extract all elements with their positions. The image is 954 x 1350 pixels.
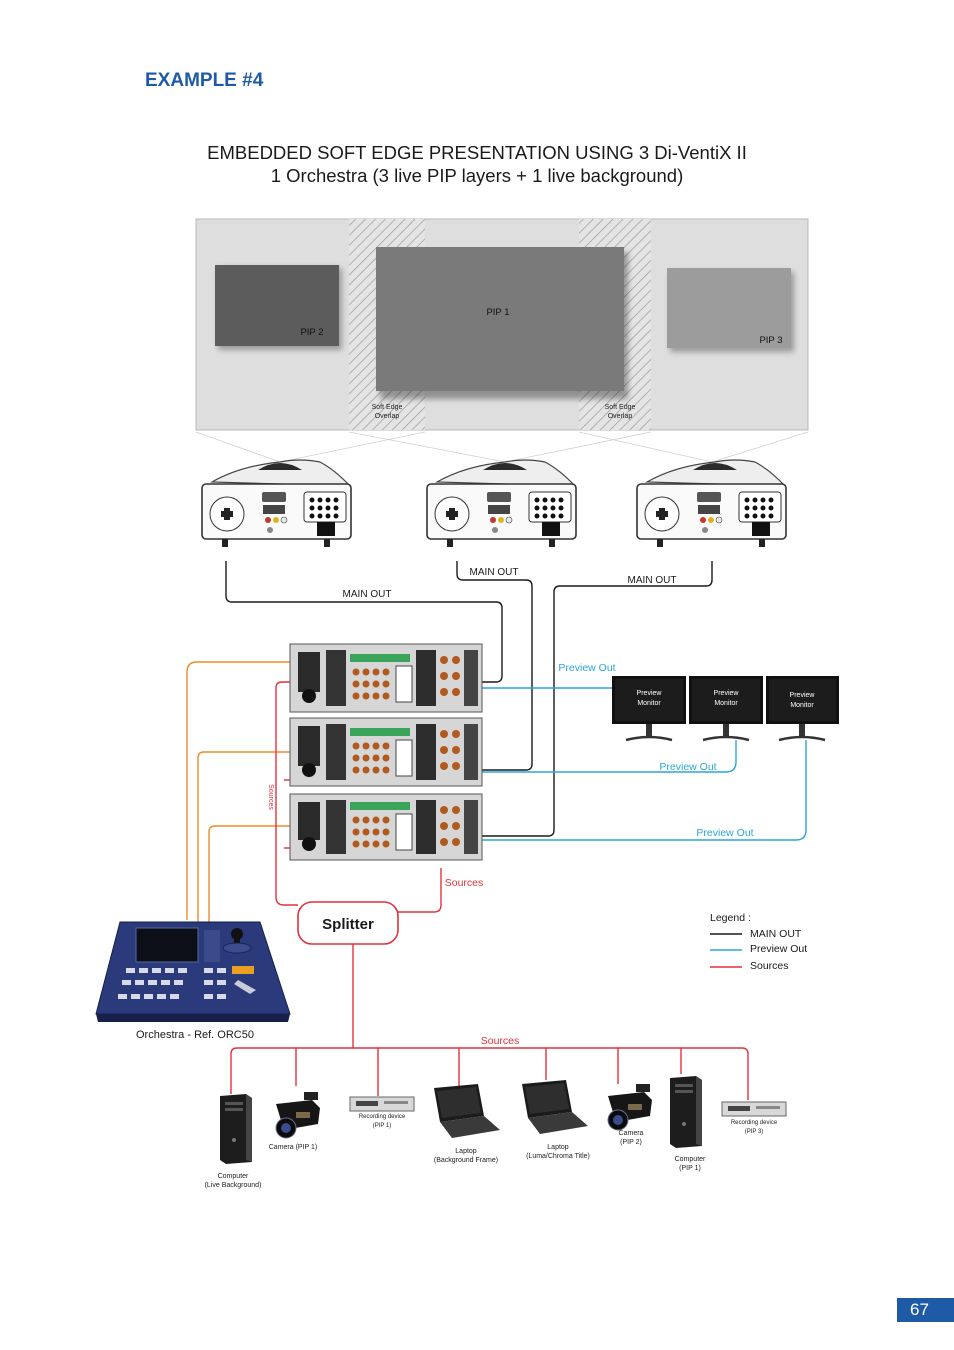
pip-2-window: [215, 265, 339, 346]
orchestra-controller: [95, 921, 291, 1022]
preview-monitor-1-label-2: Monitor: [637, 700, 661, 707]
laptop-background-frame: [434, 1084, 500, 1138]
preview-monitor-1-label-1: Preview: [637, 690, 663, 697]
camera-pip2: [607, 1084, 652, 1131]
device-computer-pip1-label-2: (PIP 1): [679, 1165, 701, 1172]
diventix-unit-2: [289, 717, 483, 787]
device-computer-label-1: Computer: [218, 1173, 249, 1180]
preview-out-label-3: Preview Out: [696, 827, 753, 839]
computer-live-background: [220, 1094, 252, 1164]
projector-3: [636, 459, 787, 547]
device-camera-pip2-label-1: Camera: [619, 1130, 644, 1137]
legend-item-preview-out: Preview Out: [750, 943, 807, 955]
legend-item-sources: Sources: [750, 960, 789, 972]
splitter-box: [297, 901, 399, 945]
splitter-label: Splitter: [322, 916, 374, 933]
pip-3-window: [667, 268, 791, 348]
sources-bus-label: Sources: [481, 1035, 520, 1047]
device-recorder-pip1-label-1: Recording device: [359, 1114, 406, 1120]
device-laptop-bg-label-2: (Background Frame): [434, 1157, 498, 1164]
diagram-title-line-2: 1 Orchestra (3 live PIP layers + 1 live …: [270, 165, 684, 186]
diventix-unit-1: [289, 643, 483, 713]
soft-edge-right-label-1: Soft Edge: [605, 404, 636, 411]
preview-monitor-2-label-2: Monitor: [714, 700, 738, 707]
device-recorder-pip1-label-2: (PIP 1): [373, 1123, 392, 1129]
pip-1-label: PIP 1: [486, 307, 509, 318]
main-out-label-2: MAIN OUT: [470, 567, 519, 578]
main-out-label-1: MAIN OUT: [343, 589, 392, 600]
diagram-title-line-1: EMBEDDED SOFT EDGE PRESENTATION USING 3 …: [207, 142, 747, 163]
pip-2-label: PIP 2: [300, 327, 323, 338]
device-camera-pip1-label: Camera (PIP 1): [269, 1144, 318, 1151]
orchestra-label: Orchestra - Ref. ORC50: [136, 1029, 254, 1041]
preview-out-label-1: Preview Out: [558, 662, 615, 674]
recording-device-pip1: [349, 1096, 415, 1112]
soft-edge-left-label-1: Soft Edge: [372, 404, 403, 411]
diventix-unit-3: [289, 793, 483, 861]
legend: Legend : MAIN OUT Preview Out Sources: [710, 912, 807, 972]
computer-pip1: [670, 1076, 702, 1148]
preview-monitor-3-label-2: Monitor: [790, 702, 814, 709]
device-recorder-pip3-label-1: Recording device: [731, 1120, 778, 1126]
main-out-label-3: MAIN OUT: [628, 575, 677, 586]
sources-splitter-label: Sources: [445, 877, 484, 889]
preview-out-cables: [482, 687, 807, 841]
recording-device-pip3: [721, 1101, 787, 1117]
control-cables: [186, 661, 290, 930]
pip-1-window: [376, 247, 624, 391]
device-laptop-title-label-1: Laptop: [547, 1144, 569, 1151]
pip-3-label: PIP 3: [759, 335, 782, 346]
device-laptop-title-label-2: (Luma/Chroma Title): [526, 1153, 590, 1160]
preview-monitor-1: [612, 676, 686, 742]
device-laptop-bg-label-1: Laptop: [455, 1148, 477, 1155]
projector-1: [201, 459, 352, 547]
page-number: 67: [910, 1300, 929, 1319]
device-computer-label-2: (Live Background): [205, 1182, 262, 1189]
sources-cables: [230, 681, 749, 1100]
soft-edge-right-label-2: Overlap: [608, 413, 633, 420]
example-title: EXAMPLE #4: [145, 70, 264, 91]
projection-screen: PIP 1 PIP 2 PIP 3 Soft Edge Overlap Soft…: [195, 218, 809, 463]
camera-pip1: [275, 1092, 320, 1139]
legend-title: Legend :: [710, 912, 751, 924]
preview-out-label-2: Preview Out: [659, 761, 716, 773]
preview-monitor-2-label-1: Preview: [714, 690, 740, 697]
preview-monitor-3-label-1: Preview: [790, 692, 816, 699]
sources-vertical-label: Sources: [267, 784, 274, 810]
main-out-cables: [225, 561, 713, 837]
device-camera-pip2-label-2: (PIP 2): [620, 1139, 642, 1146]
page-number-badge: [897, 1298, 954, 1322]
device-recorder-pip3-label-2: (PIP 3): [745, 1129, 764, 1135]
preview-monitor-3: [766, 676, 839, 742]
device-computer-pip1-label-1: Computer: [675, 1156, 706, 1163]
projector-2: [426, 459, 577, 547]
soft-edge-left-label-2: Overlap: [375, 413, 400, 420]
preview-monitor-2: [689, 676, 763, 742]
laptop-luma-chroma-title: [522, 1080, 588, 1134]
legend-item-main-out: MAIN OUT: [750, 928, 802, 940]
